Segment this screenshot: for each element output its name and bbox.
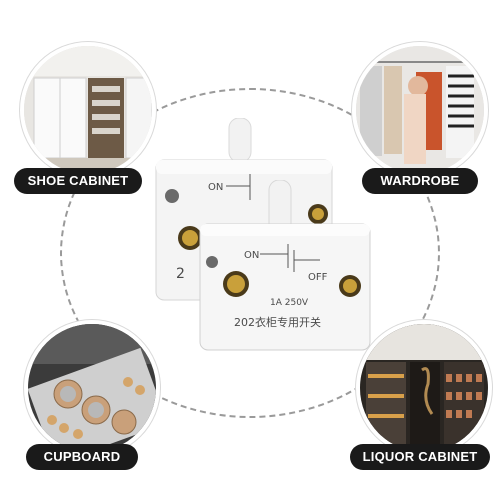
liquor-cabinet-label: LIQUOR CABINET [350, 444, 490, 470]
switch-model-text: 202衣柜专用开关 [234, 315, 321, 329]
switch-off-text: OFF [308, 272, 328, 283]
mounting-hole [206, 256, 218, 268]
wardrobe-label: WARDROBE [362, 168, 478, 194]
switch-back-side-text: 2 [176, 266, 185, 282]
switch-on-text: ON [244, 250, 259, 261]
cupboard-photo [24, 320, 160, 456]
terminal-screw [227, 275, 245, 293]
dashed-circle [60, 88, 440, 418]
cupboard-label: CUPBOARD [26, 444, 138, 470]
switch-front: ON OFF 1A 250V 202衣柜专用开关 [199, 180, 371, 351]
shoe-cabinet-photo [20, 42, 156, 178]
liquor-cabinet-photo [356, 320, 492, 456]
wardrobe-photo [352, 42, 488, 178]
switch-back-on-text: ON [208, 182, 223, 193]
switch-rating-text: 1A 250V [270, 298, 309, 308]
mounting-hole [165, 189, 179, 203]
shoe-cabinet-label: SHOE CABINET [14, 168, 142, 194]
terminal-screw [343, 279, 357, 293]
